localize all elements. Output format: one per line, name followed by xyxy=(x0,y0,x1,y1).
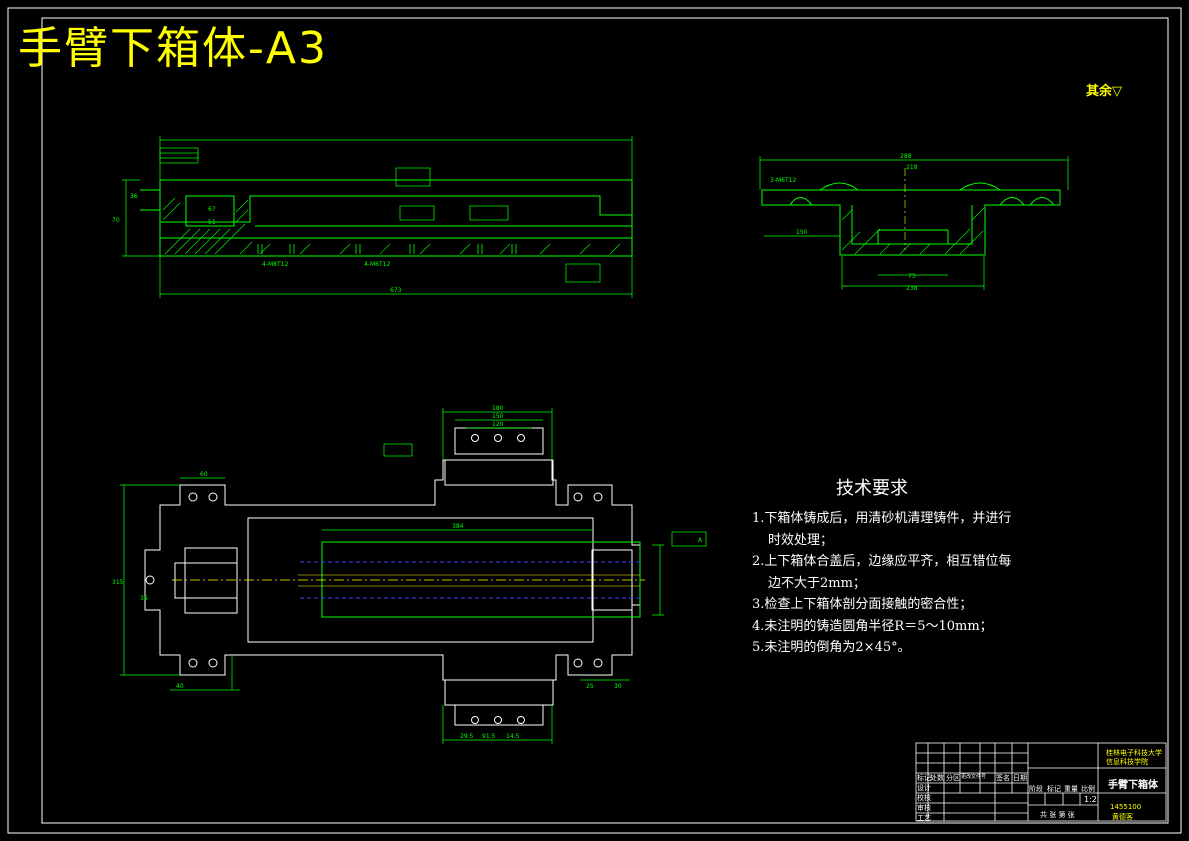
side-section-view xyxy=(759,156,1069,290)
title-block-grid xyxy=(915,742,1167,822)
tb-change-doc: 更改文件号 xyxy=(961,774,987,780)
sheet-title: 手臂下箱体-A3 xyxy=(18,23,328,74)
surface-roughness-note: 其余▽ xyxy=(1086,80,1122,99)
tech-item-2-cont: 边不大于2mm； xyxy=(768,575,866,591)
tech-item-4: 4.未注明的铸造圆角半径R＝5～10mm； xyxy=(752,618,993,634)
dim-plan-b1: 40 xyxy=(176,683,184,690)
tb-part-name: 手臂下箱体 xyxy=(1108,780,1158,791)
inner-border xyxy=(41,17,1169,824)
dim-plan-top-c: 120 xyxy=(492,421,504,428)
dim-plan-top-a: 180 xyxy=(492,405,504,412)
tech-item-5: 5.未注明的倒角为2×45°。 xyxy=(752,640,911,655)
roughness-icon: ▽ xyxy=(1112,84,1123,99)
dim-plan-bot-a: 29.5 xyxy=(460,733,474,740)
plan-dimensions xyxy=(120,408,707,744)
tech-item-2: 2.上下箱体合盖后，边缘应平齐，相互错位每 xyxy=(752,554,1012,569)
tech-item-3: 3.检查上下箱体剖分面接触的密合性； xyxy=(752,597,973,612)
tb-drawing-no: 1455100 xyxy=(1110,803,1142,811)
dim-front-bore-b: 51 xyxy=(208,219,216,226)
tb-count: 处数 xyxy=(930,774,944,782)
dim-plan-top-b: 150 xyxy=(492,413,504,420)
tb-design: 设计 xyxy=(917,784,931,792)
dim-plan-right: 30 xyxy=(614,683,622,690)
dim-front-left: 36 xyxy=(130,193,138,200)
tb-weight: 重量 xyxy=(1064,785,1078,793)
tb-review: 审核 xyxy=(917,804,931,812)
dim-plan-left-b: 36 xyxy=(140,595,148,602)
tb-scale: 1:2 xyxy=(1084,795,1097,804)
roughness-label: 其余 xyxy=(1086,84,1113,99)
tb-author: 黄德客 xyxy=(1112,813,1133,821)
dim-side-left: 150 xyxy=(796,229,808,236)
dim-side-tol-a: 3-M6T12 xyxy=(770,177,796,184)
dim-front-height: 70 xyxy=(112,217,120,224)
tech-item-1-cont: 时效处理； xyxy=(768,532,834,548)
tb-zone: 分区 xyxy=(946,774,960,782)
plan-inner-lines xyxy=(172,541,645,618)
dim-plan-bot-c: 14.5 xyxy=(506,733,520,740)
tech-item-1: 1.下箱体铸成后，用清砂机清理铸件，并进行 xyxy=(752,511,1012,526)
dim-side-inner: 218 xyxy=(906,164,918,171)
tb-stage-mark: 标记 xyxy=(1047,785,1061,793)
dim-front-tol-a: 4-M8T12 xyxy=(262,261,288,268)
tb-stage: 阶段 xyxy=(1029,785,1043,793)
outer-border xyxy=(7,7,1182,834)
dim-front-tol-b: 4-M6T12 xyxy=(364,261,390,268)
dim-plan-bot-b: 91.5 xyxy=(482,733,496,740)
tb-date: 日期 xyxy=(1013,774,1027,782)
plan-view xyxy=(144,427,641,726)
dim-front-overall: 673 xyxy=(390,287,402,294)
dim-plan-left-a: 60 xyxy=(200,471,208,478)
dim-side-top: 288 xyxy=(900,153,912,160)
tb-ratio: 比例 xyxy=(1081,785,1095,793)
tb-institution-1: 桂林电子科技大学 xyxy=(1106,749,1162,757)
tb-signature: 签名 xyxy=(996,774,1010,782)
tech-heading: 技术要求 xyxy=(836,478,908,499)
dim-plan-height: 315 xyxy=(112,579,124,586)
dim-front-bore-a: 67 xyxy=(208,206,216,213)
technical-requirements: 技术要求 1.下箱体铸成后，用清砂机清理铸件，并进行 时效处理； 2.上下箱体合… xyxy=(752,474,1022,659)
tb-institution-2: 信息科技学院 xyxy=(1106,758,1148,766)
dim-side-bottom-a: 73 xyxy=(908,273,916,280)
tb-check: 校核 xyxy=(917,794,931,802)
tb-sheets: 共 张 第 张 xyxy=(1040,811,1075,819)
dim-plan-b2: 25 xyxy=(586,683,594,690)
dim-plan-ref: A xyxy=(698,537,703,544)
dim-plan-len: 384 xyxy=(452,523,464,530)
dim-side-bottom-b: 238 xyxy=(906,285,918,292)
tb-process: 工艺 xyxy=(917,814,931,822)
tb-mark: 标记 xyxy=(917,774,931,782)
front-section-view xyxy=(122,136,633,298)
